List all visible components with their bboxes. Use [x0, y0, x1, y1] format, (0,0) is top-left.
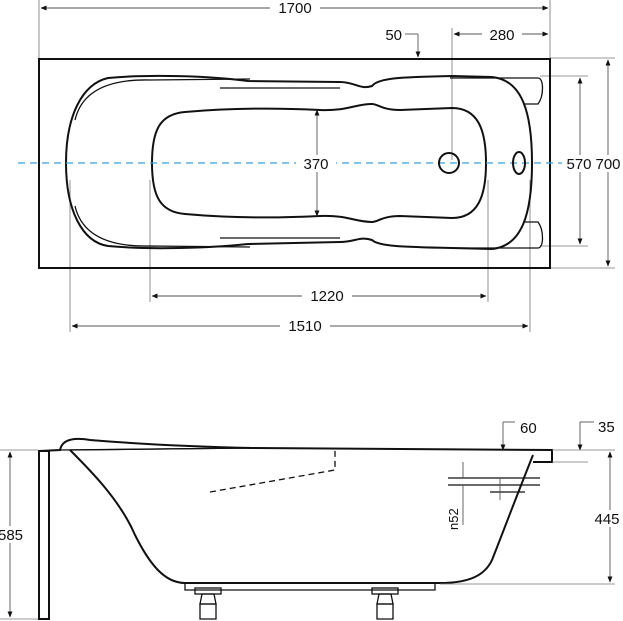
headrest-slot-bottom	[450, 221, 544, 249]
headrest-slot-top	[450, 77, 544, 105]
dim-overall-width: 700	[595, 156, 620, 173]
dim-overall-length: 1700	[278, 0, 311, 17]
drain-icon	[438, 152, 460, 174]
tub-body	[69, 449, 534, 584]
lip-line-bottom	[74, 205, 251, 248]
dim-bottom-length: 1220	[310, 288, 343, 305]
dim-rim-offset: 60	[520, 420, 537, 437]
foot-left	[194, 587, 222, 620]
dim-overflow-label: n52	[446, 508, 461, 530]
front-apron-panel	[38, 450, 50, 620]
dim-rim-thickness: 35	[598, 419, 615, 436]
base-plate	[184, 583, 436, 591]
dim-overlap-offset: 50	[385, 27, 402, 44]
overflow-icon	[512, 151, 526, 175]
lip-line-top	[74, 78, 251, 121]
rim-top	[38, 437, 553, 463]
bowl-outer-contour	[64, 74, 534, 251]
dim-drain-offset: 280	[489, 27, 514, 44]
dim-total-height: 585	[0, 527, 23, 544]
side-view: n52 60 35 445 585	[0, 419, 623, 620]
waste-pipe-hidden	[209, 450, 336, 493]
rim-joint	[69, 447, 253, 451]
dim-inner-length: 1510	[288, 318, 321, 335]
dim-bowl-width: 570	[566, 156, 591, 173]
bowl-bottom-contour	[150, 102, 488, 224]
top-view: 1700 50 280 370 570 700 1220 1510	[18, 0, 623, 335]
foot-right	[371, 587, 399, 620]
dim-depth: 445	[594, 511, 619, 528]
dim-inner-width: 370	[303, 156, 328, 173]
